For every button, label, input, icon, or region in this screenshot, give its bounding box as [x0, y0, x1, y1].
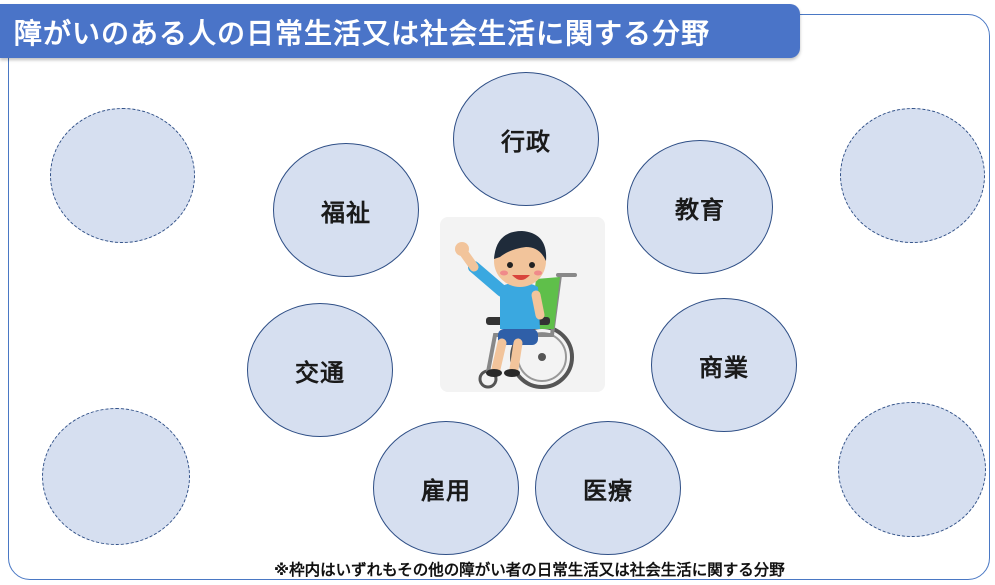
field-bubble-iryou: 医療 [535, 421, 681, 555]
field-bubble-gyousei: 行政 [453, 72, 599, 206]
empty-field-circle-bottom-right [838, 402, 986, 537]
field-bubble-koyou: 雇用 [373, 421, 519, 555]
wheelchair-user-icon [455, 231, 577, 389]
field-bubble-koutsuu: 交通 [247, 303, 393, 437]
field-bubble-shougyou: 商業 [651, 298, 797, 432]
field-label: 雇用 [421, 476, 471, 505]
field-label: 医療 [583, 476, 633, 505]
title-bar: 障がいのある人の日常生活又は社会生活に関する分野 [0, 4, 800, 58]
field-label: 商業 [699, 353, 749, 382]
wheelchair-person-illustration [440, 217, 605, 392]
field-label: 行政 [501, 127, 551, 156]
field-bubble-kyouiku: 教育 [627, 140, 773, 274]
empty-field-circle-bottom-left [42, 408, 190, 545]
field-label: 福祉 [321, 198, 371, 227]
page-title: 障がいのある人の日常生活又は社会生活に関する分野 [14, 17, 711, 50]
field-bubble-fukushi: 福祉 [273, 143, 419, 277]
field-label: 交通 [295, 358, 345, 387]
empty-field-circle-top-right [840, 108, 985, 243]
footnote: ※枠内はいずれもその他の障がい者の日常生活又は社会生活に関する分野 [274, 561, 785, 579]
field-label: 教育 [675, 195, 725, 224]
empty-field-circle-top-left [50, 108, 195, 243]
